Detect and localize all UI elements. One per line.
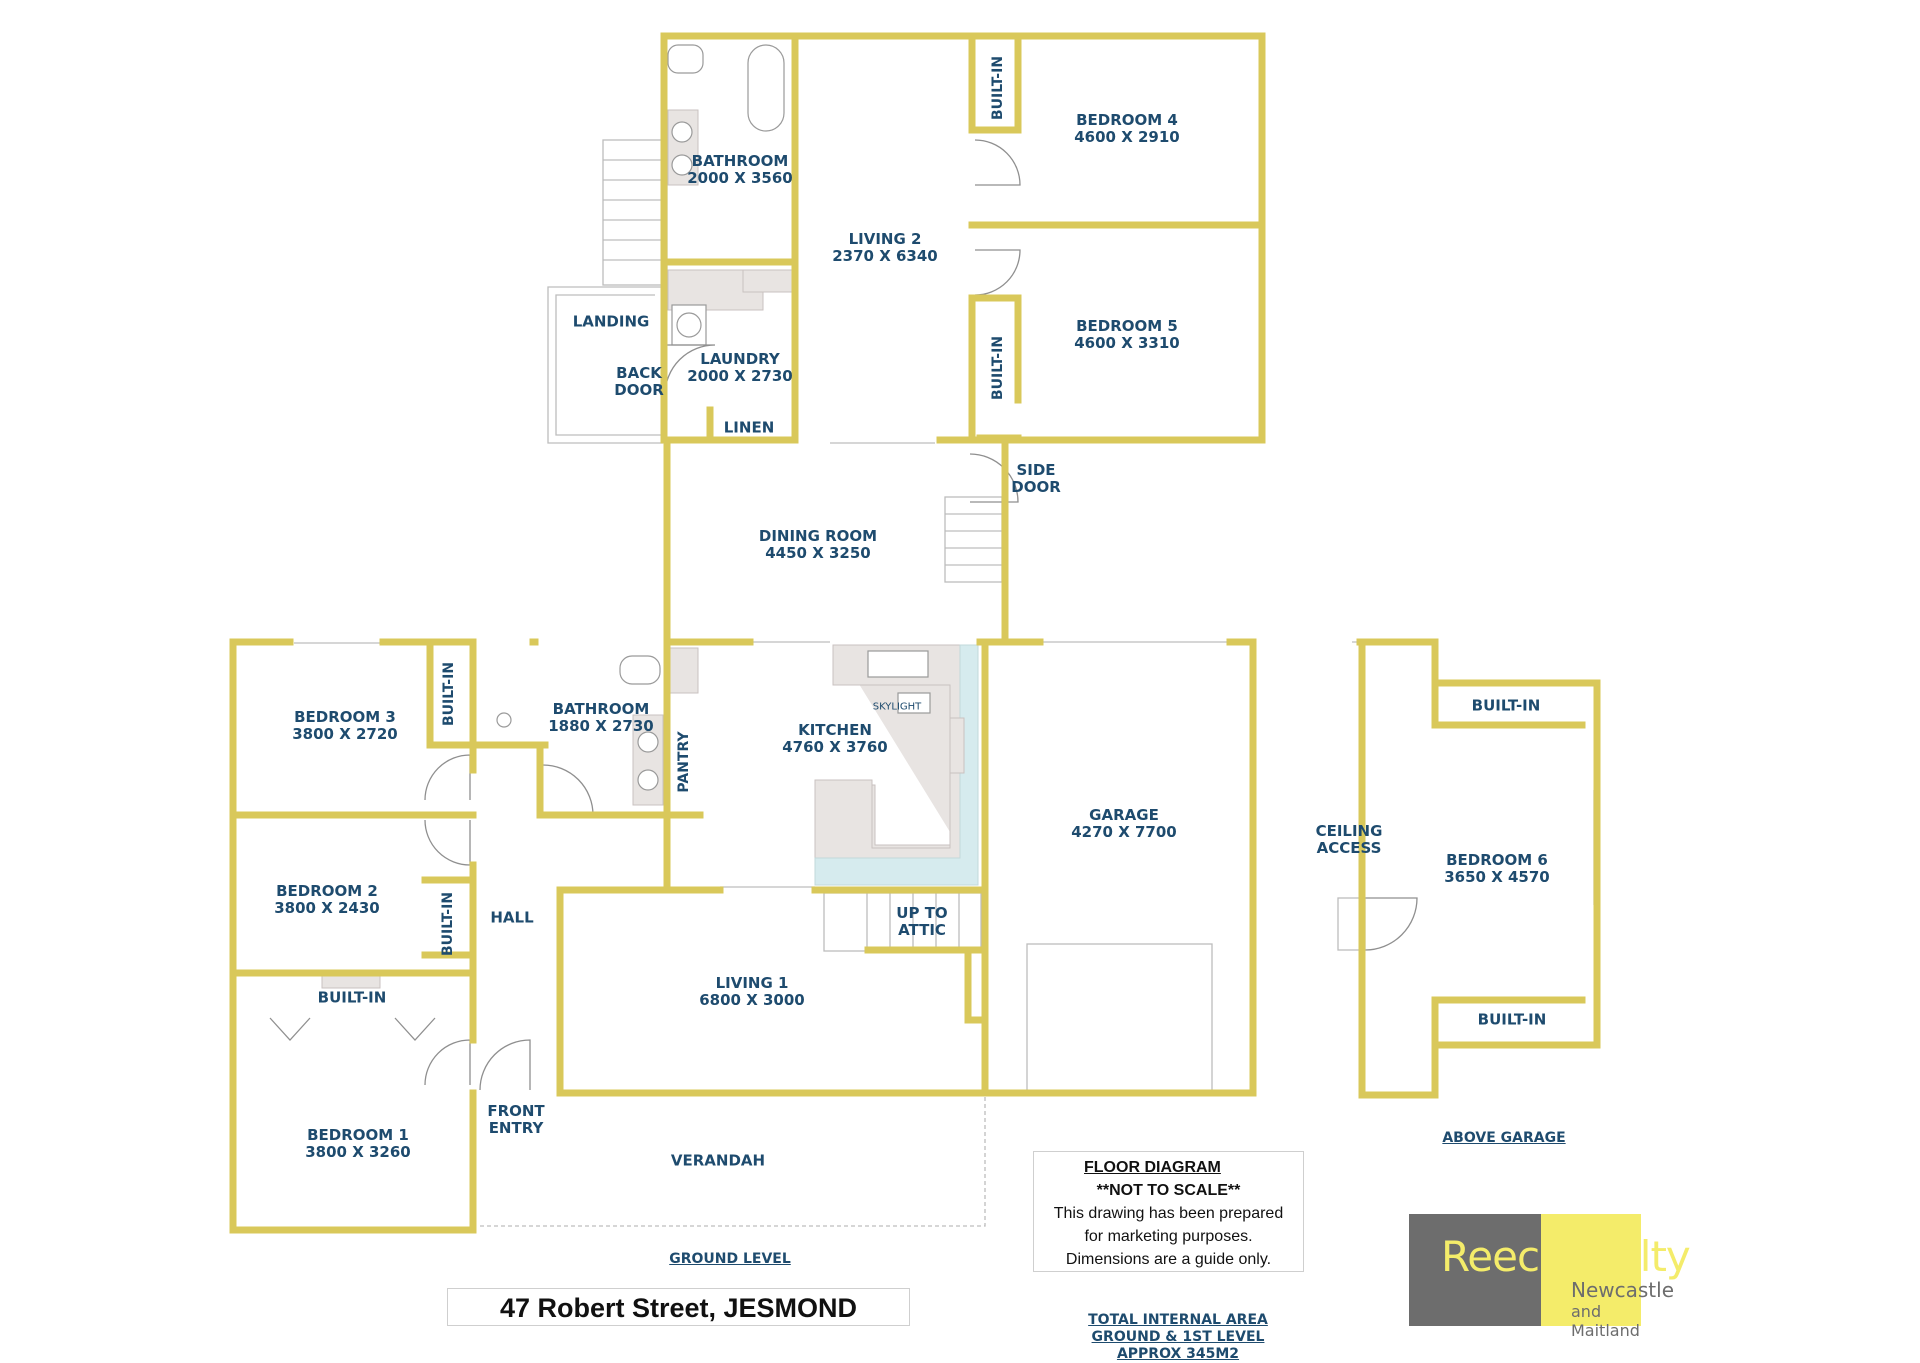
reece-realty-logo: ReeceRealty Newcastle and Maitland [1409, 1214, 1691, 1340]
room-name: LIVING 2 [848, 230, 922, 248]
logo-grey-block [1409, 1214, 1541, 1326]
room-dim: 3800 X 2720 [292, 725, 398, 743]
room-name: LAUNDRY [700, 350, 780, 368]
room-name: BATHROOM [552, 700, 650, 718]
room-dim: 3800 X 3260 [305, 1143, 411, 1161]
room-dim: 4450 X 3250 [765, 544, 871, 562]
label-built-in-bed6-bottom: BUILT-IN [1477, 1010, 1547, 1029]
disclaimer-line: Dimensions are a guide only. [1065, 1251, 1272, 1268]
label-line: BACK [616, 364, 662, 382]
label-line: ATTIC [898, 921, 946, 939]
room-dim: 6800 X 3000 [699, 991, 805, 1009]
room-dim: 2370 X 6340 [832, 247, 938, 265]
logo-brand-b: Realty [1563, 1232, 1691, 1281]
label-line: ACCESS [1316, 839, 1382, 857]
room-name: GARAGE [1089, 806, 1159, 824]
label-line: UP TO [896, 904, 948, 922]
label-built-in-bed3: BUILT-IN [441, 661, 457, 727]
label-line: SIDE [1016, 461, 1056, 479]
room-dim: 4760 X 3760 [782, 738, 888, 756]
room-name: BATHROOM [691, 152, 789, 170]
label-ground-level: GROUND LEVEL [669, 1251, 791, 1267]
room-dim: 4600 X 2910 [1074, 128, 1180, 146]
label-linen: LINEN [723, 418, 775, 437]
logo-yellow-block [1541, 1214, 1641, 1326]
room-dim: 2000 X 2730 [687, 367, 793, 385]
label-built-in-bed2: BUILT-IN [440, 891, 456, 957]
logo-line-2: and Maitland [1571, 1302, 1640, 1340]
disclaimer-title: FLOOR DIAGRAM [1084, 1159, 1221, 1176]
total-area: TOTAL INTERNAL AREA GROUND & 1ST LEVEL A… [1088, 1312, 1268, 1363]
label-built-in-bed1: BUILT-IN [317, 988, 387, 1007]
room-dim: 3800 X 2430 [274, 899, 380, 917]
room-name: BEDROOM 4 [1076, 111, 1178, 129]
area-line: GROUND & 1ST LEVEL [1091, 1329, 1265, 1345]
room-dim: 1880 X 2730 [548, 717, 654, 735]
disclaimer-line: for marketing purposes. [1084, 1228, 1253, 1245]
room-name: BEDROOM 3 [294, 708, 396, 726]
room-dim: 2000 X 3560 [687, 169, 793, 187]
logo-brand-a: Reece [1441, 1232, 1565, 1281]
room-name: BEDROOM 5 [1076, 317, 1178, 335]
room-name: BEDROOM 1 [307, 1126, 409, 1144]
logo-line-1: Newcastle [1571, 1278, 1674, 1302]
label-line: FRONT [487, 1102, 545, 1120]
label-above-garage: ABOVE GARAGE [1442, 1130, 1566, 1146]
area-line: TOTAL INTERNAL AREA [1088, 1312, 1268, 1328]
label-verandah: VERANDAH [670, 1151, 766, 1170]
room-dim: 3650 X 4570 [1444, 868, 1550, 886]
room-dim: 4270 X 7700 [1071, 823, 1177, 841]
walls [229, 32, 1601, 1234]
label-line: DOOR [1011, 478, 1061, 496]
label-hall: HALL [490, 908, 534, 927]
label-line: CEILING [1315, 822, 1383, 840]
label-line: ENTRY [488, 1119, 544, 1137]
room-name: LIVING 1 [715, 974, 789, 992]
room-dim: 4600 X 3310 [1074, 334, 1180, 352]
logo-brand: ReeceRealty [1441, 1232, 1691, 1281]
disclaimer-scale: **NOT TO SCALE** [1096, 1182, 1241, 1199]
room-name: BEDROOM 2 [276, 882, 378, 900]
address-title: 47 Robert Street, JESMOND [447, 1288, 910, 1326]
room-name: DINING ROOM [758, 527, 878, 545]
label-line: DOOR [614, 381, 664, 399]
area-line: APPROX 345M2 [1116, 1346, 1240, 1362]
room-name: KITCHEN [798, 721, 872, 739]
label-built-in-bed6-top: BUILT-IN [1471, 696, 1541, 715]
label-built-in-bed5: BUILT-IN [990, 335, 1006, 401]
label-pantry: PANTRY [676, 731, 692, 793]
label-skylight: SKYLIGHT [872, 701, 922, 713]
label-built-in-bed4: BUILT-IN [990, 55, 1006, 121]
label-landing: LANDING [572, 312, 650, 331]
fixtures [321, 44, 979, 989]
room-name: BEDROOM 6 [1446, 851, 1548, 869]
disclaimer-box: FLOOR DIAGRAM **NOT TO SCALE** This draw… [1033, 1151, 1304, 1272]
disclaimer-line: This drawing has been prepared [1053, 1205, 1284, 1222]
